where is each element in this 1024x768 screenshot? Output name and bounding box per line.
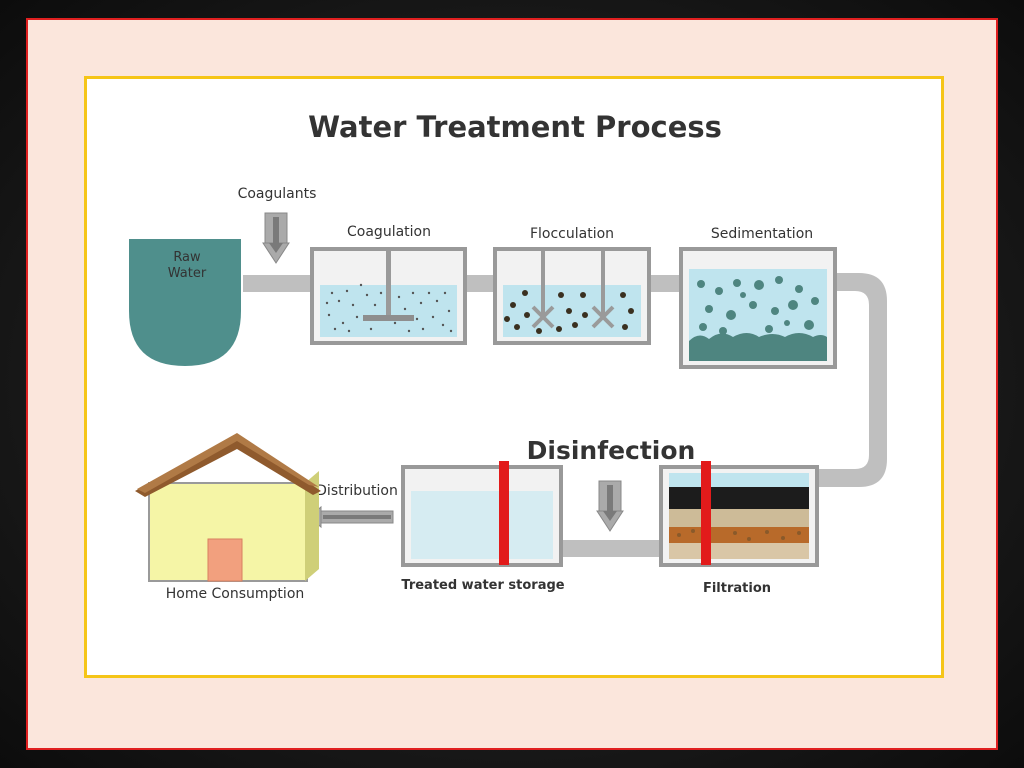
coagulation-tank — [310, 247, 467, 345]
house-icon — [135, 433, 321, 582]
home-consumption-label: Home Consumption — [166, 586, 305, 602]
coagulation-particles — [325, 283, 453, 333]
raw-water-reservoir: Raw Water — [129, 239, 241, 366]
flocculation-label: Flocculation — [530, 226, 614, 242]
coagulants-label: Coagulants — [238, 186, 317, 202]
pipe-coagulation-to-flocculation — [465, 275, 495, 292]
flocculation-tank — [493, 247, 651, 345]
house-door — [207, 538, 243, 582]
filtration-tank — [659, 461, 819, 567]
pipe-flocculation-to-sedimentation — [649, 275, 679, 292]
pipe-raw-to-coagulation — [243, 275, 313, 292]
water-treatment-diagram: Water Treatment Process Raw Water Coagul… — [129, 110, 887, 602]
filtration-disinfection-marker — [701, 461, 711, 565]
sediment-particles — [697, 276, 819, 335]
storage-disinfection-marker — [499, 461, 509, 565]
filter-sand-layer — [669, 509, 809, 527]
treated-water-storage-label: Treated water storage — [401, 578, 564, 593]
disinfection-arrow-icon — [596, 480, 624, 532]
distribution-label: Distribution — [316, 483, 398, 499]
raw-water-label-2: Water — [168, 266, 207, 281]
slide-background: Water Treatment Process Raw Water Coagul… — [26, 18, 998, 750]
distribution-arrow-icon — [308, 505, 394, 529]
sedimentation-label: Sedimentation — [711, 226, 813, 242]
pipe-filtration-to-storage — [561, 540, 661, 557]
disinfection-label: Disinfection — [527, 436, 696, 465]
treated-water-storage-tank — [401, 461, 563, 567]
filter-gravel-layer — [669, 527, 809, 543]
filter-anthracite-layer — [669, 487, 809, 509]
mixer-shaft — [386, 251, 391, 319]
coagulants-arrow-icon — [262, 212, 290, 264]
filtration-label: Filtration — [703, 581, 771, 596]
coagulation-label: Coagulation — [347, 224, 431, 240]
sedimentation-tank — [679, 247, 837, 369]
pipes — [243, 273, 887, 557]
raw-water-label-1: Raw — [173, 250, 201, 265]
diagram-title: Water Treatment Process — [308, 110, 722, 144]
floc-particles — [504, 290, 634, 334]
pipe-sedimentation-to-filtration — [817, 273, 887, 487]
mixer-paddle — [363, 315, 414, 321]
diagram-frame: Water Treatment Process Raw Water Coagul… — [84, 76, 944, 678]
